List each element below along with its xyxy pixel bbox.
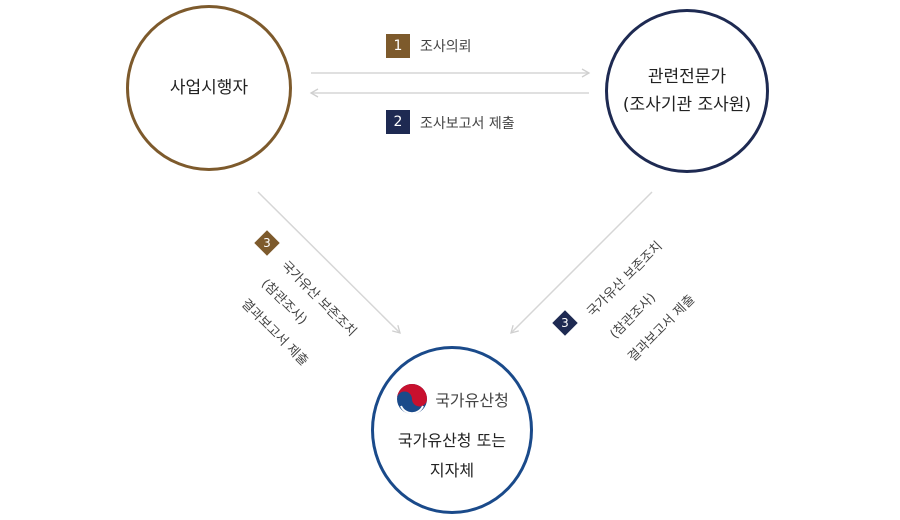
step-1-label: 조사의뢰 <box>420 39 472 55</box>
authority-label-line2: 지자체 <box>429 461 475 480</box>
step-1-badge: 1 <box>386 34 410 58</box>
taegeuk-logo-icon <box>397 384 428 415</box>
node-authority: 국가유산청 국가유산청 또는 지자체 <box>371 346 533 514</box>
project-operator-label: 사업시행자 <box>169 78 249 98</box>
arrow-left-diagonal <box>257 191 401 334</box>
authority-label-line1: 국가유산청 또는 <box>397 431 507 450</box>
gov-logo-name: 국가유산청 <box>435 391 509 410</box>
gov-logo-row: 국가유산청 <box>395 382 509 416</box>
node-expert: 관련전문가 (조사기관 조사원) <box>605 9 769 173</box>
step-3-left-badge: 3 <box>254 230 280 256</box>
node-project-operator: 사업시행자 <box>126 5 292 171</box>
step-3-right-badge: 3 <box>552 310 578 336</box>
expert-label-line2: (조사기관 조사원) <box>622 95 752 115</box>
expert-label-line1: 관련전문가 <box>647 67 727 87</box>
arrow-right-diagonal <box>510 191 653 334</box>
step-3-right-number: 3 <box>561 316 569 330</box>
step-2-badge: 2 <box>386 110 410 134</box>
step-2-label: 조사보고서 제출 <box>420 116 515 132</box>
step-3-left-number: 3 <box>263 236 271 250</box>
